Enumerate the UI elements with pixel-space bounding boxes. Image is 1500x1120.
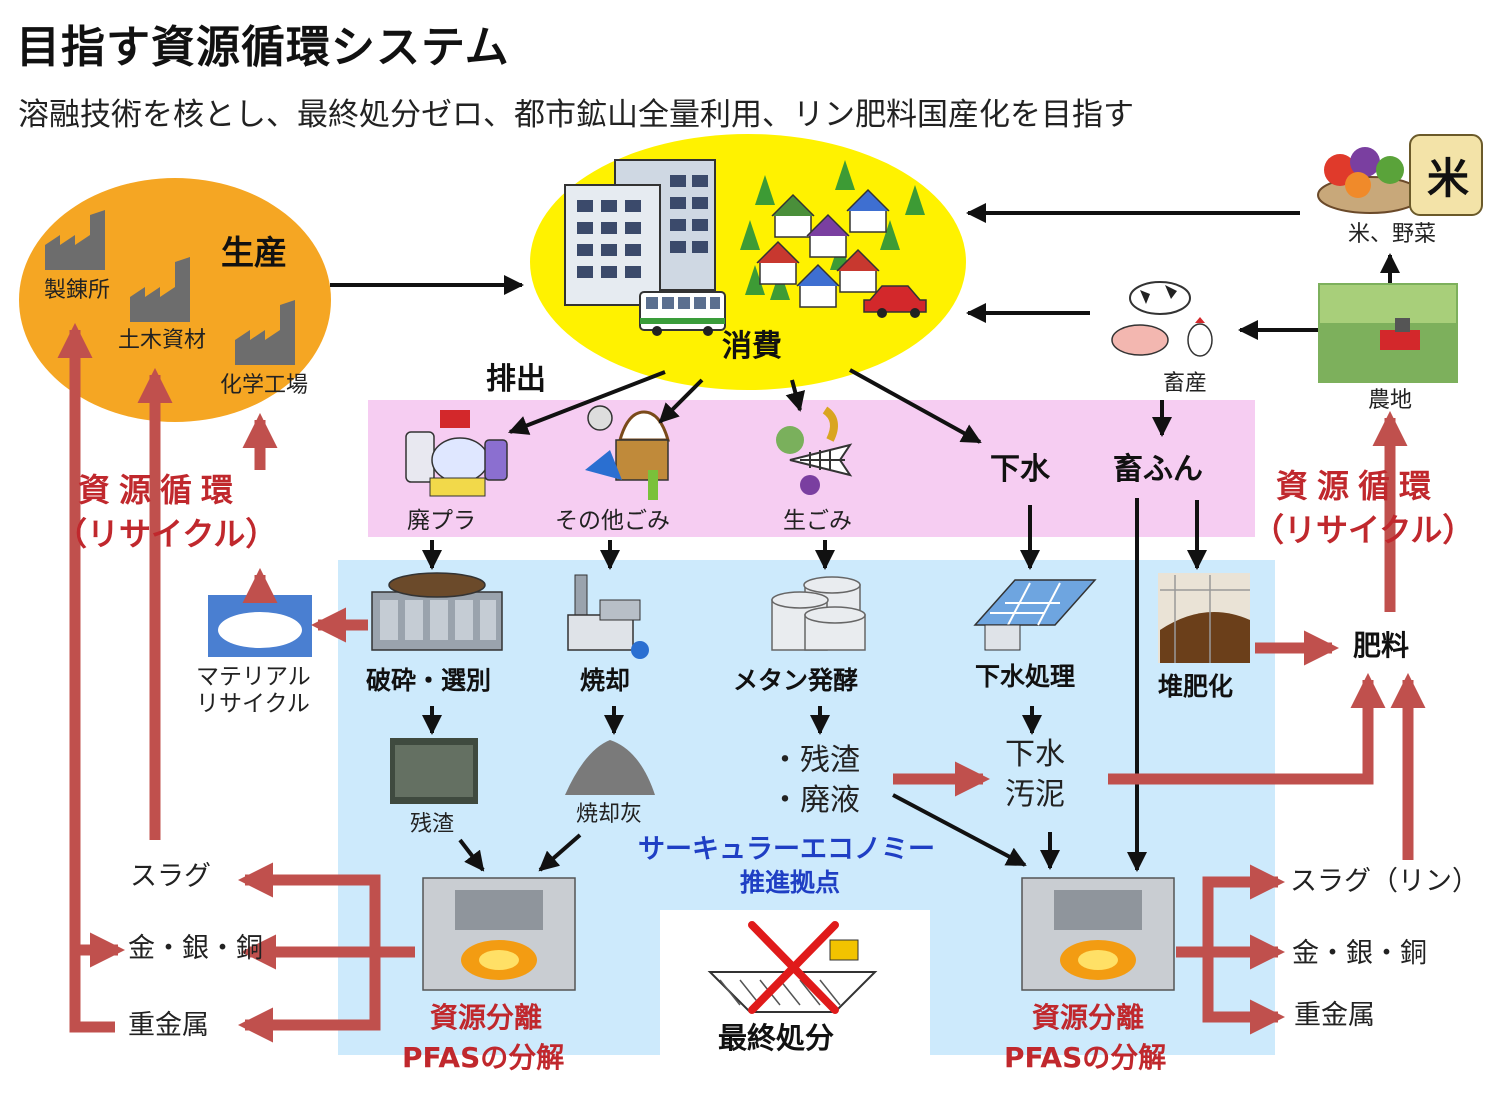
waste-label-plastic: 廃プラ <box>407 508 476 534</box>
output-right-slag-phosphorus: スラグ（リン） <box>1290 866 1479 897</box>
livestock-label: 畜産 <box>1163 371 1208 396</box>
incinerator-icon <box>567 574 649 659</box>
recycle-right-line1: 資源循環 <box>1276 467 1441 505</box>
separation-right-line2: PFASの分解 <box>1004 1041 1167 1074</box>
output-right-heavy-metals: 重金属 <box>1294 1000 1375 1031</box>
final-disposal-label: 最終処分 <box>718 1021 835 1055</box>
output-left-precious-metals: 金・銀・銅 <box>128 933 263 964</box>
recycle-left-line1: 資源循環 <box>78 471 243 509</box>
methane-residue-label: ・残渣 <box>770 743 860 778</box>
hub-label-line1: サーキュラーエコノミー <box>638 834 935 865</box>
bus-icon <box>639 291 726 336</box>
consumption-heading: 消費 <box>722 329 782 364</box>
building-icon <box>564 159 716 306</box>
farmland-label: 農地 <box>1368 388 1413 413</box>
farmland-icon <box>1318 283 1458 383</box>
methane-tank-icon <box>771 576 866 651</box>
material-recycle-label-2: リサイクル <box>196 691 310 717</box>
emission-label: 排出 <box>486 362 546 397</box>
sewage-plant-icon <box>973 579 1097 651</box>
process-label-crushing: 破砕・選別 <box>366 666 492 695</box>
material-recycle-label-1: マテリアル <box>196 664 311 690</box>
melting-furnace-icon <box>1021 877 1175 991</box>
page-subtitle: 溶融技術を核とし、最終処分ゼロ、都市鉱山全量利用、リン肥料国産化を目指す <box>18 97 1134 133</box>
waste-label-sewage: 下水 <box>990 452 1050 487</box>
separation-left-line1: 資源分離 <box>430 1001 543 1034</box>
town-icon <box>740 160 925 308</box>
plastic-waste-icon <box>405 410 508 497</box>
separation-left-line2: PFASの分解 <box>402 1041 565 1074</box>
methane-waste-liquid-label: ・廃液 <box>770 783 860 818</box>
residue-gravel-icon <box>390 738 478 804</box>
compost-shed-icon <box>1158 573 1250 663</box>
facility-label-chemical-plant: 化学工場 <box>220 373 309 398</box>
process-label-incineration: 焼却 <box>580 666 631 695</box>
output-right-precious-metals: 金・銀・銅 <box>1292 938 1427 969</box>
factory-icon <box>45 210 295 365</box>
waste-label-manure: 畜ふん <box>1113 452 1203 487</box>
waste-label-other: その他ごみ <box>555 508 670 534</box>
ash-pile-icon <box>565 740 655 795</box>
crush-residue-label: 残渣 <box>410 812 455 837</box>
sewage-sludge-label-1: 下水 <box>1005 737 1065 772</box>
melting-furnace-icon <box>422 877 576 991</box>
page-title: 目指す資源循環システム <box>16 22 510 73</box>
incineration-ash-label: 焼却灰 <box>576 802 643 827</box>
process-label-composting: 堆肥化 <box>1158 672 1234 701</box>
facility-label-smelter: 製錬所 <box>44 278 111 303</box>
output-left-slag: スラグ <box>130 861 211 892</box>
black-arrows <box>330 203 1400 872</box>
fertilizer-label: 肥料 <box>1353 629 1410 662</box>
recycle-right-line2: （リサイクル） <box>1252 511 1475 549</box>
crusher-machine-icon <box>371 572 503 651</box>
other-waste-icon <box>585 405 670 500</box>
waste-label-food: 生ごみ <box>783 508 852 534</box>
livestock-icon <box>1111 281 1213 357</box>
production-heading: 生産 <box>221 233 287 272</box>
rice-bag-glyph: 米 <box>1427 154 1470 203</box>
sewage-sludge-label-2: 汚泥 <box>1005 777 1065 812</box>
hub-label-line2: 推進拠点 <box>740 868 841 897</box>
prohibited-x-icon <box>748 921 839 1014</box>
car-icon <box>863 285 927 318</box>
process-label-methane: メタン発酵 <box>733 666 859 695</box>
separation-right-line1: 資源分離 <box>1032 1001 1145 1034</box>
output-left-heavy-metals: 重金属 <box>128 1010 209 1041</box>
pellets-icon <box>208 595 312 657</box>
food-waste-icon <box>776 406 853 495</box>
food-label: 米、野菜 <box>1348 222 1437 247</box>
red-arrows <box>57 322 1426 1043</box>
recycle-left-line2: （リサイクル） <box>55 515 278 553</box>
process-label-sewage-treatment: 下水処理 <box>975 662 1076 691</box>
facility-label-civil-materials: 土木資材 <box>118 328 207 353</box>
food-basket-icon <box>1317 134 1483 216</box>
landfill-icon <box>707 939 878 1013</box>
